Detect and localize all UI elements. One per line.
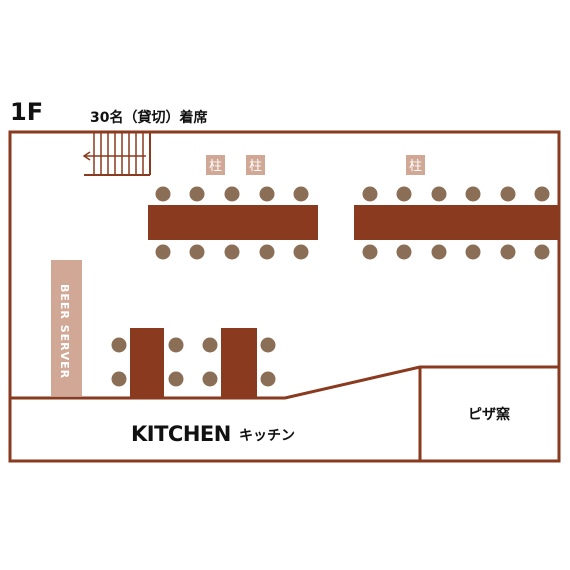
chair: [362, 186, 378, 202]
chair: [260, 337, 276, 353]
chair: [189, 244, 205, 260]
pillar-label: 柱: [409, 159, 422, 174]
chair: [155, 186, 171, 202]
table: [130, 328, 164, 397]
chair: [293, 186, 309, 202]
long-table-right: [354, 186, 559, 260]
pillar-3: 柱: [406, 155, 425, 175]
beer-server: BEER SERVER: [51, 260, 82, 396]
staircase: [82, 133, 151, 176]
chair: [534, 186, 550, 202]
table: [148, 205, 318, 240]
chair: [202, 337, 218, 353]
chair: [534, 244, 550, 260]
chair: [168, 337, 184, 353]
pillar-2: 柱: [246, 155, 265, 175]
chair: [259, 186, 275, 202]
small-table-2: [202, 328, 276, 397]
chair: [500, 244, 516, 260]
chair: [202, 371, 218, 387]
table: [354, 205, 559, 240]
pillar-label: 柱: [249, 159, 262, 174]
kitchen-partition-wall: [10, 365, 559, 400]
chair: [260, 371, 276, 387]
chair: [465, 244, 481, 260]
long-table-left: [148, 186, 318, 260]
chair: [396, 244, 412, 260]
chair: [111, 371, 127, 387]
chair: [396, 186, 412, 202]
beer-server-label: BEER SERVER: [58, 284, 71, 379]
chair: [224, 244, 240, 260]
floor-label: 1F: [10, 98, 43, 126]
pizza-oven-label: ピザ窯: [468, 406, 510, 423]
kitchen-label: KITCHEN: [131, 422, 231, 446]
chair: [259, 244, 275, 260]
pillar-1: 柱: [206, 155, 225, 175]
chair: [155, 244, 171, 260]
table: [221, 328, 257, 397]
small-table-1: [111, 328, 184, 397]
chair: [465, 186, 481, 202]
chair: [293, 244, 309, 260]
chair: [500, 186, 516, 202]
chair: [362, 244, 378, 260]
chair: [168, 371, 184, 387]
chair: [111, 337, 127, 353]
pillar-label: 柱: [209, 159, 222, 174]
outer-wall: [8, 130, 561, 463]
chair: [189, 186, 205, 202]
chair: [224, 186, 240, 202]
capacity-text: 30名（貸切）着席: [90, 109, 207, 126]
kitchen-kana-label: キッチン: [239, 428, 295, 444]
chair: [431, 186, 447, 202]
chair: [431, 244, 447, 260]
